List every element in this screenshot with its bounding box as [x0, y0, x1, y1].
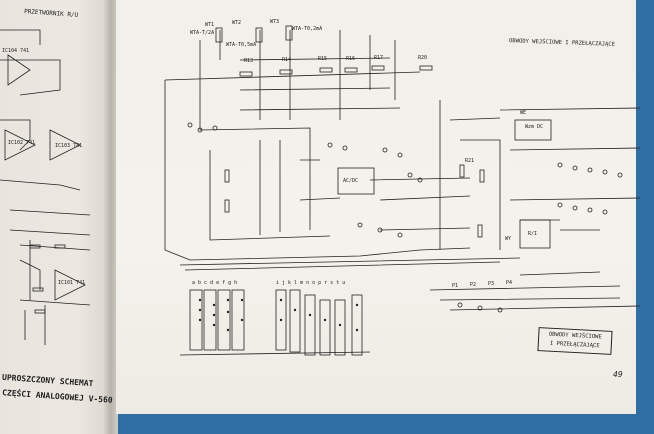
label-r21: R21 [465, 158, 475, 164]
label-r20: R20 [418, 55, 428, 61]
label-wt1: WT1 [205, 22, 215, 28]
label-p1: P1 [452, 283, 459, 289]
left-page [0, 0, 112, 434]
label-ri: R/I [528, 231, 538, 237]
label-wy: WY [505, 236, 512, 242]
label-wta-1: WTA-T/2A [190, 30, 215, 36]
label-row-letters-2: i j k l m n o p r s t u [276, 280, 346, 286]
label-row-letters-1: a b c d e f g h [192, 280, 238, 286]
label-r14: R14 [282, 57, 292, 63]
label-p3: P3 [488, 281, 495, 287]
label-wt2: WT2 [232, 20, 242, 26]
label-r13: R13 [244, 58, 254, 64]
label-ic101: IC101 741 [58, 280, 86, 286]
label-wt3: WT3 [270, 19, 280, 25]
label-ic103: IC103 741 [55, 143, 83, 149]
label-acdc: AC/DC [343, 178, 359, 184]
label-wta-2: WTA-T0,2mA [292, 26, 323, 32]
label-r17: R17 [374, 55, 384, 61]
label-we: WE [520, 110, 527, 116]
caption-box: OBWODY WEJŚCIOWE I PRZEŁĄCZAJĄCE [537, 327, 613, 355]
page-number: 49 [613, 370, 623, 379]
label-ic104: IC104 741 [2, 48, 30, 54]
label-ic102: IC102 741 [8, 140, 36, 146]
label-r16: R16 [346, 56, 356, 62]
label-p4: P4 [506, 280, 513, 286]
label-r15: R15 [318, 56, 328, 62]
label-wzm-dc: Wzm DC [525, 124, 544, 130]
right-page [116, 0, 636, 414]
label-wta-3: WTA-T0,5mA [226, 42, 257, 48]
label-p2: P2 [470, 282, 477, 288]
book-gutter [104, 0, 118, 434]
